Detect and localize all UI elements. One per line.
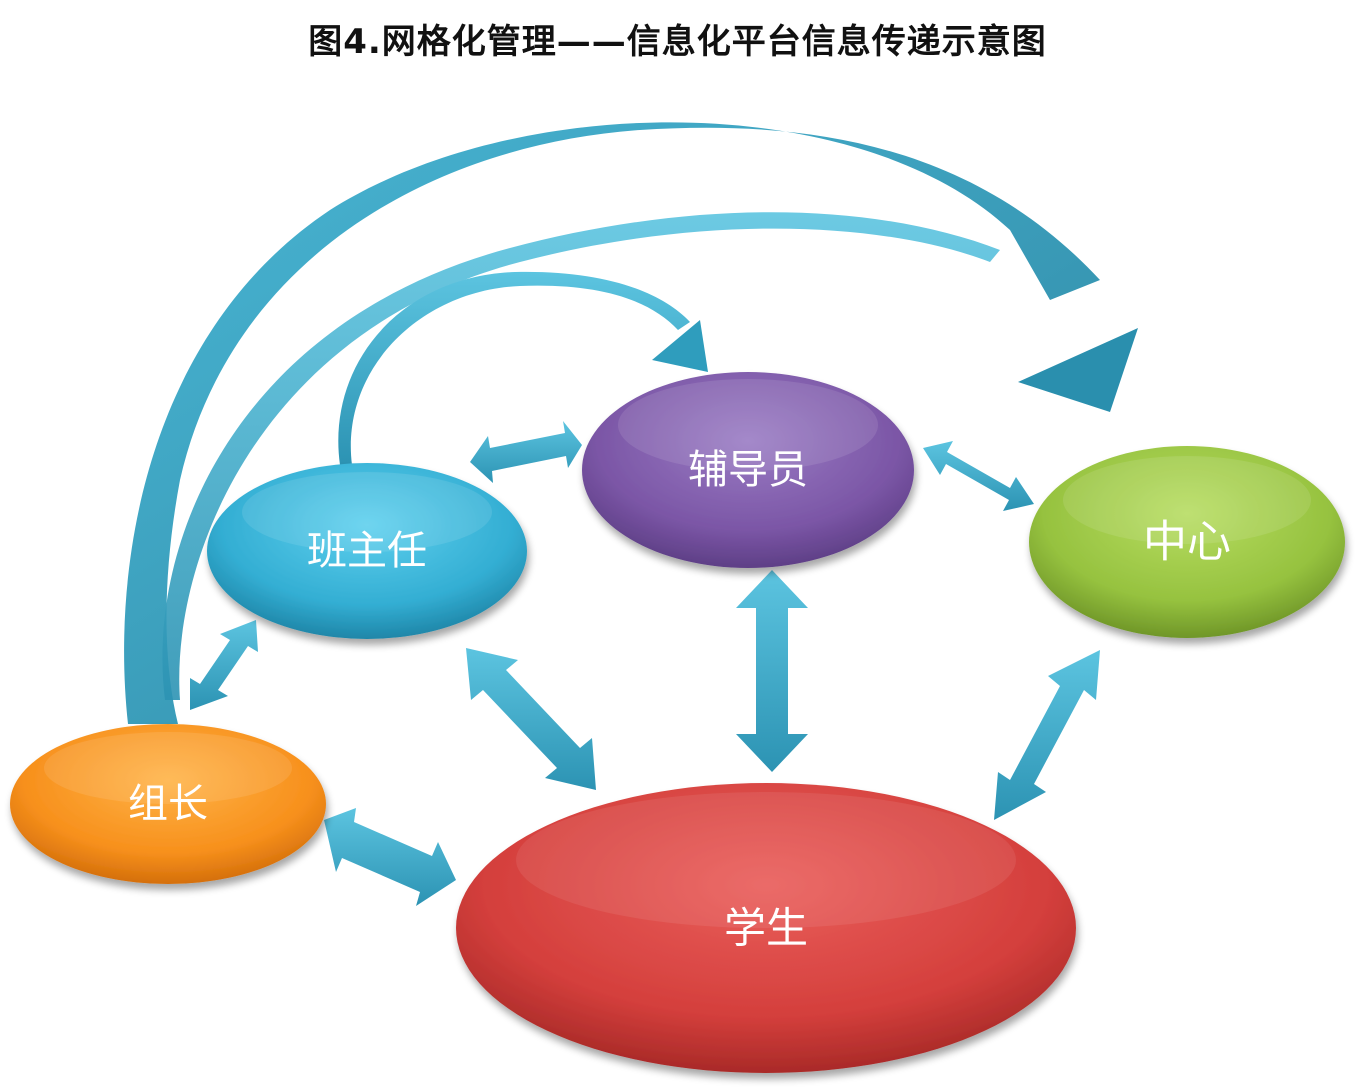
arrow-class-teacher-student xyxy=(466,648,596,790)
curved-arrow-group-leader-to-center xyxy=(124,122,1138,725)
node-student-label: 学生 xyxy=(724,904,808,953)
node-center xyxy=(1029,446,1345,638)
arrow-group-leader-student xyxy=(324,808,456,906)
arrow-group-leader-class-teacher xyxy=(190,620,258,710)
arrow-counselor-student xyxy=(736,570,808,772)
node-center-label: 中心 xyxy=(1143,517,1231,568)
diagram-title: 图4.网格化管理——信息化平台信息传递示意图 xyxy=(308,22,1047,62)
node-student xyxy=(456,783,1076,1073)
node-counselor-label: 辅导员 xyxy=(688,447,808,493)
node-counselor xyxy=(582,372,914,568)
curved-arrow-class-teacher-to-counselor xyxy=(338,271,708,465)
arrow-class-teacher-counselor xyxy=(470,421,582,483)
node-group-leader xyxy=(10,724,326,884)
arrow-center-student xyxy=(994,650,1100,820)
node-class-teacher xyxy=(207,463,527,639)
arrow-counselor-center xyxy=(923,441,1034,511)
node-group-leader-label: 组长 xyxy=(128,781,208,827)
node-class-teacher-label: 班主任 xyxy=(307,528,427,574)
